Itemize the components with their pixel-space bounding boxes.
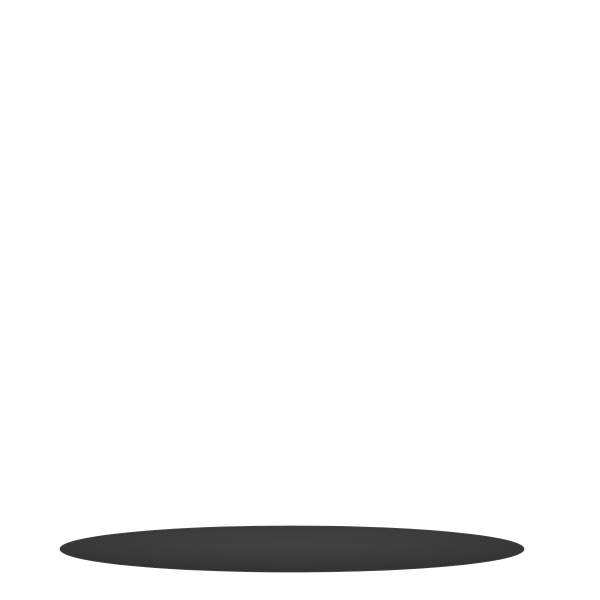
ellipse-sheen — [60, 526, 524, 572]
